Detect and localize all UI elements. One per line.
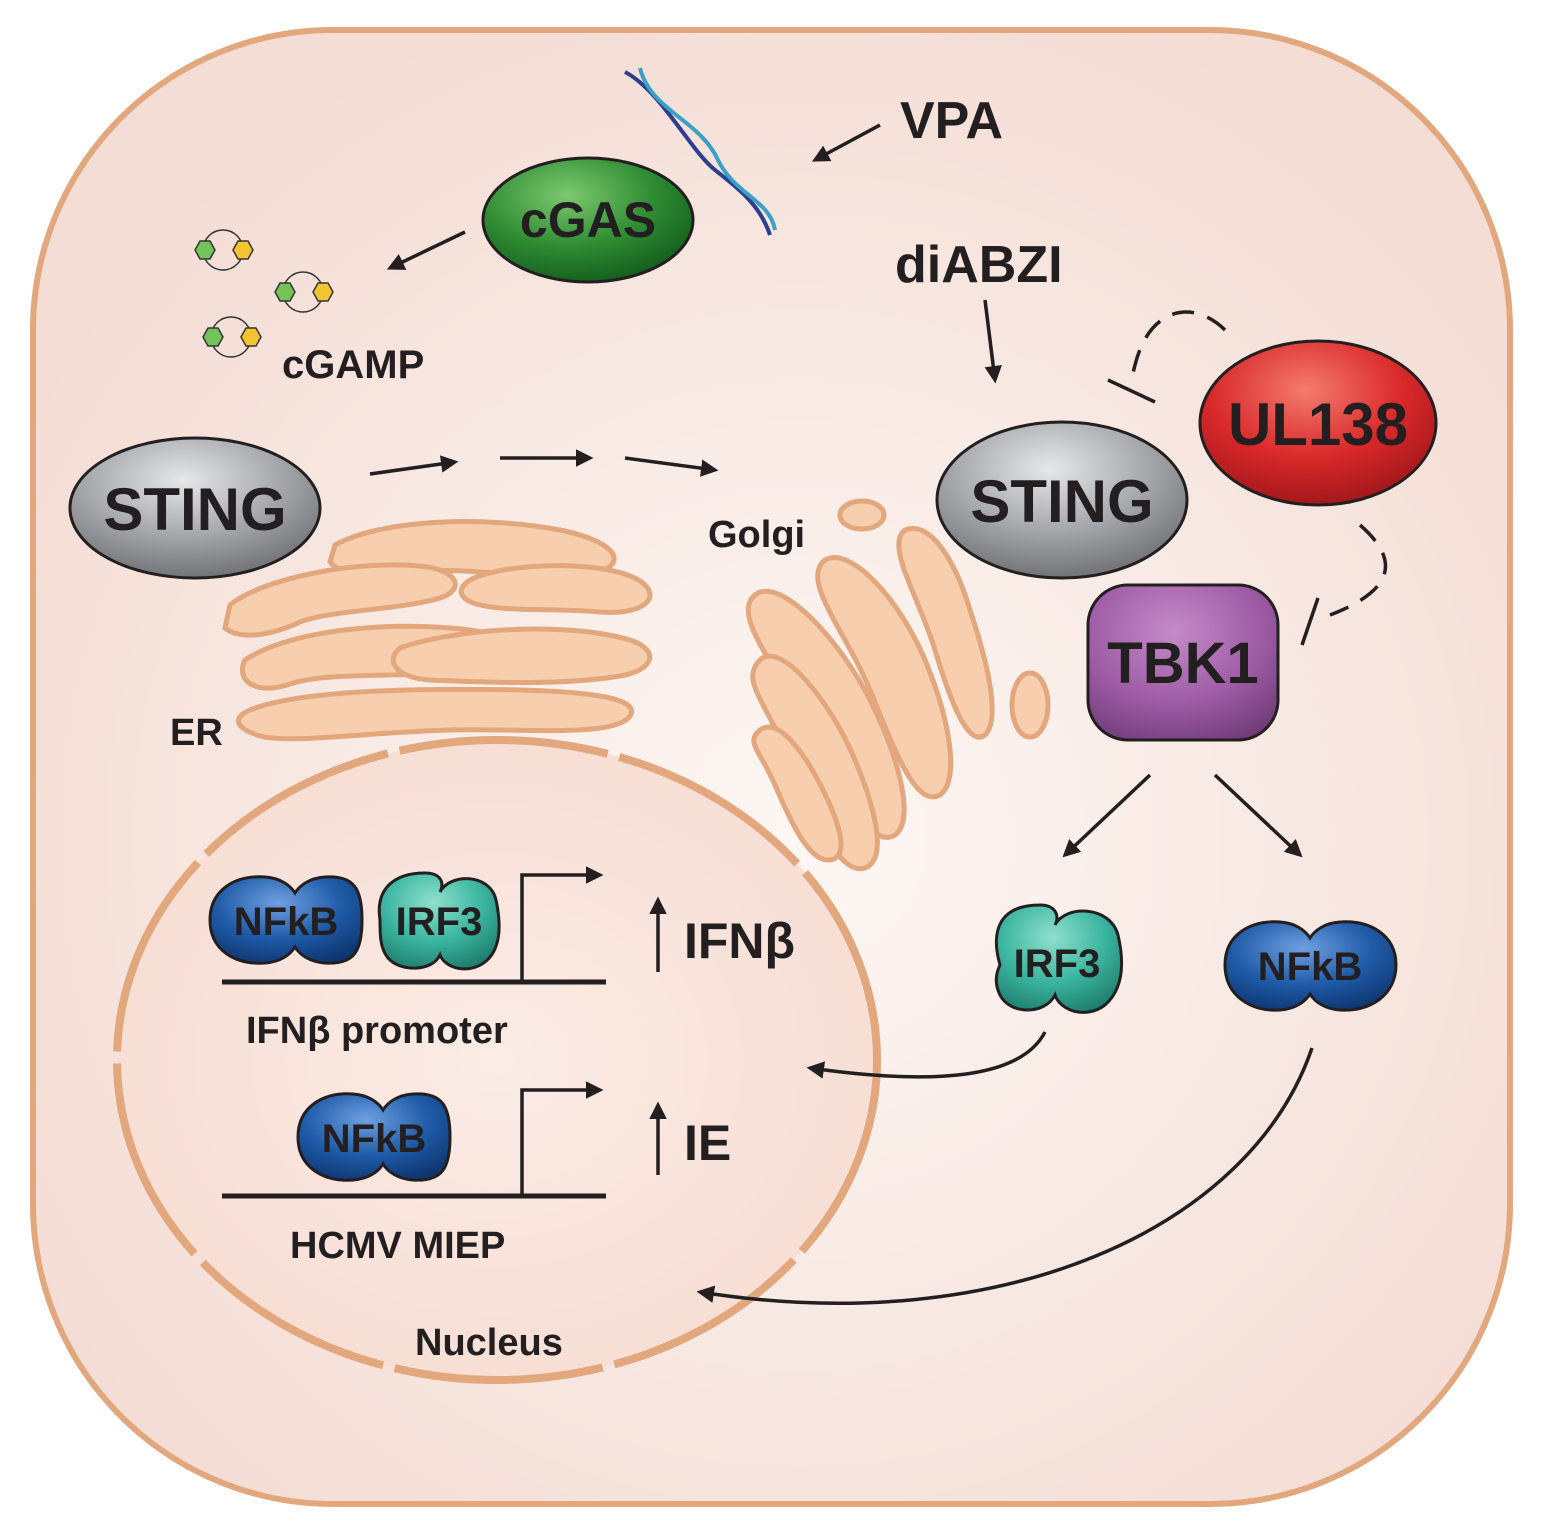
- er-organelle: [222, 519, 653, 742]
- arrows: [369, 123, 1314, 1305]
- dna-helix-icon: [624, 67, 777, 236]
- arrow-diabzi-to-sting: [983, 299, 1002, 384]
- svg-text:NFkB: NFkB: [234, 900, 338, 944]
- tbk1-protein: TBK1: [1086, 583, 1280, 742]
- nfkb-ifnb-protein: NFkB: [208, 875, 364, 965]
- svg-text:IRF3: IRF3: [396, 900, 483, 944]
- golgi-label: Golgi: [708, 514, 805, 556]
- arrow-cgas-to-cgamp: [386, 230, 466, 270]
- svg-text:NFkB: NFkB: [1258, 945, 1362, 989]
- nfkb-miep-protein: NFkB: [296, 1092, 452, 1182]
- ul138-protein: UL138: [1198, 339, 1438, 507]
- arrow-er-golgi-1: [369, 455, 459, 476]
- arrow-er-golgi-3: [624, 456, 719, 477]
- ie-output-label: IE: [684, 1115, 731, 1171]
- ifnb-output-label: IFNβ: [684, 913, 795, 969]
- sting-golgi-protein: STING: [935, 420, 1189, 580]
- ul138-inhibition: [1107, 310, 1388, 646]
- nfkb-cyto-protein: NFkB: [1223, 920, 1398, 1012]
- nucleus-label: Nucleus: [415, 1322, 563, 1364]
- sting-er-protein: STING: [68, 436, 322, 580]
- cgas-protein: cGAS: [481, 156, 695, 284]
- vpa-label: VPA: [900, 92, 1003, 150]
- irf3-cyto-protein: IRF3: [994, 903, 1124, 1014]
- arrow-tbk1-to-irf3: [1062, 773, 1152, 858]
- arrow-vpa-to-dna: [811, 123, 881, 162]
- svg-text:IRF3: IRF3: [1014, 942, 1101, 986]
- svg-text:STING: STING: [103, 476, 286, 543]
- tss-arrow-ifnb: [520, 866, 604, 980]
- tss-arrow-miep: [520, 1081, 604, 1195]
- cgamp-molecules: [194, 229, 334, 358]
- svg-text:NFkB: NFkB: [322, 1117, 426, 1161]
- arrow-irf3-to-nucleus: [806, 1031, 1047, 1079]
- hcmv-miep-label: HCMV MIEP: [290, 1225, 505, 1267]
- irf3-ifnb-protein: IRF3: [377, 871, 501, 971]
- svg-text:STING: STING: [970, 468, 1153, 535]
- svg-text:UL138: UL138: [1228, 391, 1408, 458]
- svg-text:TBK1: TBK1: [1107, 631, 1258, 696]
- svg-text:cGAS: cGAS: [520, 192, 656, 248]
- er-label: ER: [170, 712, 223, 754]
- ifnb-promoter-label: IFNβ promoter: [246, 1010, 508, 1052]
- golgi-organelle: [745, 498, 1051, 872]
- diabzi-label: diABZI: [895, 236, 1063, 294]
- arrow-tbk1-to-nfkb: [1213, 773, 1303, 858]
- nucleus-envelope: [113, 736, 881, 1384]
- cgamp-label: cGAMP: [282, 343, 424, 387]
- arrow-nfkb-to-nucleus: [696, 1047, 1314, 1305]
